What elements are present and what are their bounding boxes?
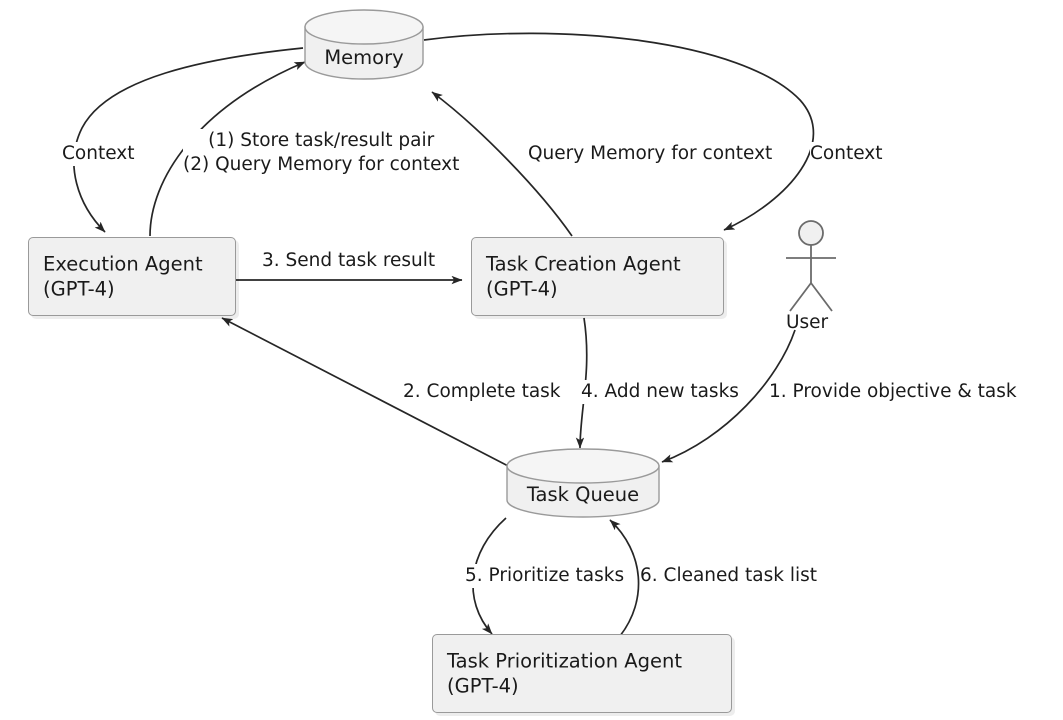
memory-cylinder-shape	[304, 9, 424, 80]
edge-label-prioritization-to-queue: 6. Cleaned task list	[640, 564, 818, 588]
task-creation-agent-node[interactable]: Task Creation Agent (GPT-4)	[471, 237, 724, 316]
edge-label-queue-to-prioritization: 5. Prioritize tasks	[465, 564, 625, 588]
execution-agent-label: Execution Agent	[43, 252, 203, 276]
edge-label-execution-to-creation: 3. Send task result	[262, 249, 436, 273]
user-actor-icon	[786, 220, 836, 312]
edge-label-creation-to-queue: 4. Add new tasks	[581, 380, 739, 404]
task-prioritization-agent-label: Task Prioritization Agent	[447, 649, 683, 673]
memory-label: Memory	[324, 46, 404, 69]
task-prioritization-agent-node[interactable]: Task Prioritization Agent (GPT-4)	[432, 634, 732, 713]
edge-label-store-task-result-pair: (1) Store task/result pair	[208, 130, 435, 151]
edge-label-memory-to-creation: Context	[810, 142, 883, 166]
task-creation-agent-sublabel: (GPT-4)	[486, 277, 558, 301]
user-label: User	[786, 312, 829, 333]
edge-label-creation-to-memory: Query Memory for context	[528, 142, 773, 166]
edge-label-memory-to-execution: Context	[62, 142, 135, 166]
edge-creation-to-memory	[431, 91, 573, 237]
execution-agent-sublabel: (GPT-4)	[43, 277, 115, 301]
execution-agent-node[interactable]: Execution Agent (GPT-4)	[28, 237, 236, 316]
edge-memory-to-execution	[73, 47, 304, 233]
edge-user-to-queue	[661, 329, 796, 463]
edge-queue-to-execution	[221, 317, 513, 469]
task-queue-cylinder-shape	[506, 448, 660, 518]
edge-prioritization-to-queue	[609, 519, 640, 637]
task-prioritization-agent-sublabel: (GPT-4)	[447, 674, 519, 698]
task-creation-agent-label: Task Creation Agent	[486, 252, 681, 276]
edge-label-query-memory-for-context: (2) Query Memory for context	[183, 153, 460, 175]
edge-memory-to-creation	[423, 32, 815, 231]
edge-label-user-to-queue: 1. Provide objective & task	[769, 380, 1017, 404]
edge-label-queue-to-execution: 2. Complete task	[403, 380, 561, 404]
task-queue-label: Task Queue	[526, 483, 640, 506]
edge-label-execution-to-memory: (1) Store task/result pair (2) Query Mem…	[183, 129, 460, 177]
